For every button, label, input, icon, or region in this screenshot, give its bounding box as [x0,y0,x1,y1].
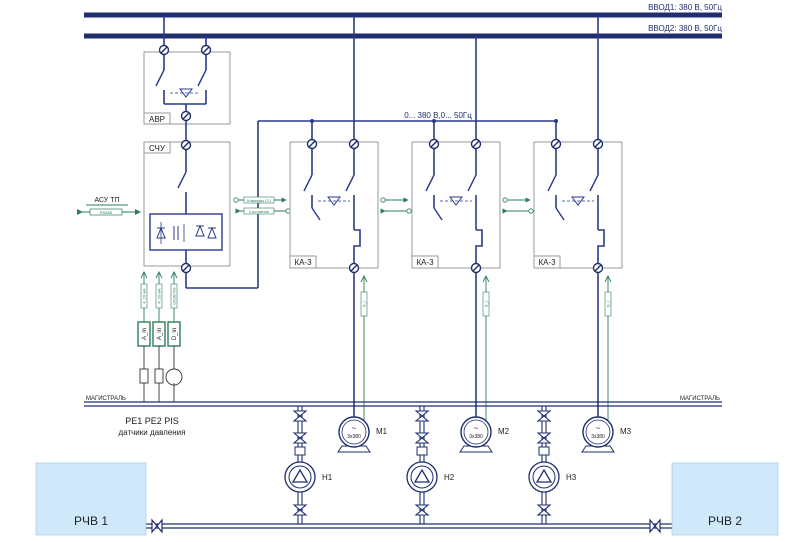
motor-label-1: М1 [376,427,388,436]
sensor-channel-label-2: 4..20 мА [157,288,162,304]
motor-rating-3: 3x380 [591,434,605,440]
sensor-module-label-3: D_in [172,328,178,340]
control-cmd-label: Команды СЧ [247,198,271,203]
ka-label-1: КА-3 [294,258,312,267]
sensor-module-label-1: A_in [142,328,148,340]
motor-symbol-2: ~ [474,424,479,433]
motor-label-2: М2 [498,427,510,436]
sensor-channels: 4..20 мА A_in 4..20 мА A_in 0/10В RS D_in [137,270,183,402]
schu-block: СЧУ 0... 380 В,0... 50Гц [143,111,558,289]
input-bus-2: ВВОД2: 380 В, 50Гц [84,24,722,39]
pump-unit-1: Н1 ~3x380 М1 [284,406,388,524]
motor-rating-1: 3x380 [347,434,361,440]
ka-label-3: КА-3 [538,258,556,267]
magistral: МАГИСТРАЛЬ МАГИСТРАЛЬ PE1 PE2 PIS датчик… [84,396,722,437]
feedback-label-3: Э_с [606,300,611,307]
valve [536,432,552,444]
sensor-channel-label-3: 0/10В RS [172,287,177,304]
pump-unit-3: Н3 ~3x380 М3 [528,406,632,524]
pump-label-1: Н1 [322,473,333,482]
asu-tp: АСУ ТП RS485 [77,197,141,216]
sensors-caption: датчики давления [119,428,186,437]
input-bus-1: ВВОД1: 380 В, 50Гц [84,3,722,18]
motor-symbol-1: ~ [352,424,357,433]
ka-blocks: КА-3Э_сКА-3Э_сКА-3Э_с [289,15,623,420]
pump-label-3: Н3 [566,473,577,482]
feedback-label-2: Э_с [484,300,489,307]
ka-block-3: КА-3Э_с [533,15,623,420]
sensors-title: PE1 PE2 PIS [125,416,179,426]
schu-label: СЧУ [149,144,166,153]
valve [536,504,552,516]
avr-label: АВР [149,115,165,124]
pump-label-2: Н2 [444,473,455,482]
control-signals: Команды СЧ Состояние [233,196,534,215]
tank-right-label: РЧВ 2 [708,514,742,528]
ka-block-2: КА-3Э_с [411,36,501,420]
output-range-label: 0... 380 В,0... 50Гц [404,111,472,120]
motor-rating-2: 3x380 [469,434,483,440]
motor-icon [338,416,370,448]
asu-protocol: RS485 [100,210,113,215]
valve [292,432,308,444]
feedback-label-1: Э_с [362,300,367,307]
tank-left-label: РЧВ 1 [74,514,108,528]
valve [536,410,552,422]
pressure-switch [165,368,183,386]
valve [414,504,430,516]
pressure-sensor-1 [139,368,149,384]
ka-block-1: КА-3Э_с [289,15,379,420]
input-bus-1-label: ВВОД1: 380 В, 50Гц [648,3,722,12]
input-bus-2-label: ВВОД2: 380 В, 50Гц [648,24,722,33]
motor-symbol-3: ~ [596,424,601,433]
magistral-left-label: МАГИСТРАЛЬ [86,396,126,402]
motor-label-3: М3 [620,427,632,436]
ka-label-2: КА-3 [416,258,434,267]
valve [292,504,308,516]
bottom-pipe [146,518,672,534]
tank-left: РЧВ 1 [35,462,147,536]
pump-unit-2: Н2 ~3x380 М2 [406,406,510,524]
motor-icon [460,416,492,448]
motor-icon [582,416,614,448]
valve [414,432,430,444]
asu-title: АСУ ТП [94,197,119,204]
control-state-label: Состояние [249,209,270,214]
magistral-right-label: МАГИСТРАЛЬ [680,396,720,402]
sensor-channel-label-1: 4..20 мА [142,288,147,304]
tank-right: РЧВ 2 [671,462,779,536]
pressure-sensor-2 [154,368,164,384]
sensor-module-label-2: A_in [157,328,163,340]
valve [292,410,308,422]
valve [414,410,430,422]
avr-block: АВР [143,15,231,140]
